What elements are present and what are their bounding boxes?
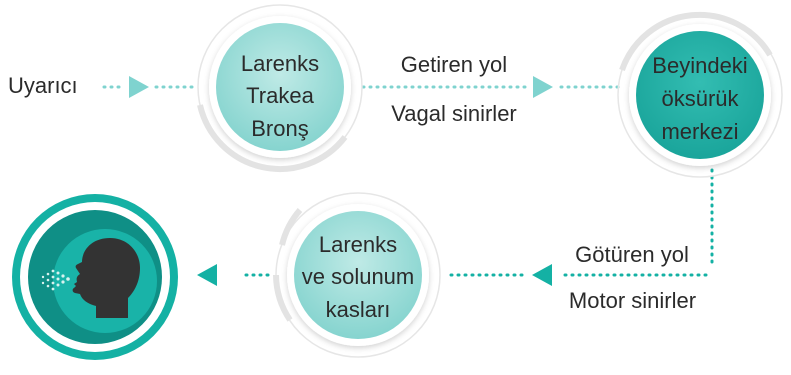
afferent-path-label: Getiren yol xyxy=(400,52,508,77)
connector-center-to-effectors xyxy=(445,168,714,286)
arrowhead-right-icon xyxy=(533,76,553,98)
outcome-node xyxy=(12,194,178,360)
afferent-nerves-label: Vagal sinirler xyxy=(391,101,517,126)
center-line-1: Beyindeki xyxy=(652,53,748,78)
center-line-3: merkezi xyxy=(661,119,739,144)
effectors-node xyxy=(273,192,441,358)
coughing-head-icon xyxy=(41,238,140,318)
receptors-line-3: Bronş xyxy=(251,116,309,141)
connector-stimulus-to-receptors xyxy=(102,76,197,98)
center-line-2: öksürük xyxy=(661,86,739,111)
receptors-line-2: Trakea xyxy=(246,83,314,108)
receptors-line-1: Larenks xyxy=(240,51,320,76)
center-node xyxy=(617,11,783,178)
connector-effectors-to-outcome xyxy=(197,264,270,286)
arrowhead-left-icon xyxy=(197,264,217,286)
effectors-line-3: kasları xyxy=(325,297,391,322)
efferent-nerves-label: Motor sinirler xyxy=(568,288,697,313)
effectors-line-2: ve solunum xyxy=(301,264,415,289)
arrowhead-right-icon xyxy=(129,76,149,98)
stimulus-label: Uyarıcı xyxy=(8,73,78,98)
receptors-node xyxy=(197,4,363,173)
effectors-line-1: Larenks xyxy=(318,232,398,257)
arrowhead-left-icon xyxy=(532,264,552,286)
efferent-path-label: Götüren yol xyxy=(575,242,689,267)
connector-receptors-to-center xyxy=(361,76,622,98)
